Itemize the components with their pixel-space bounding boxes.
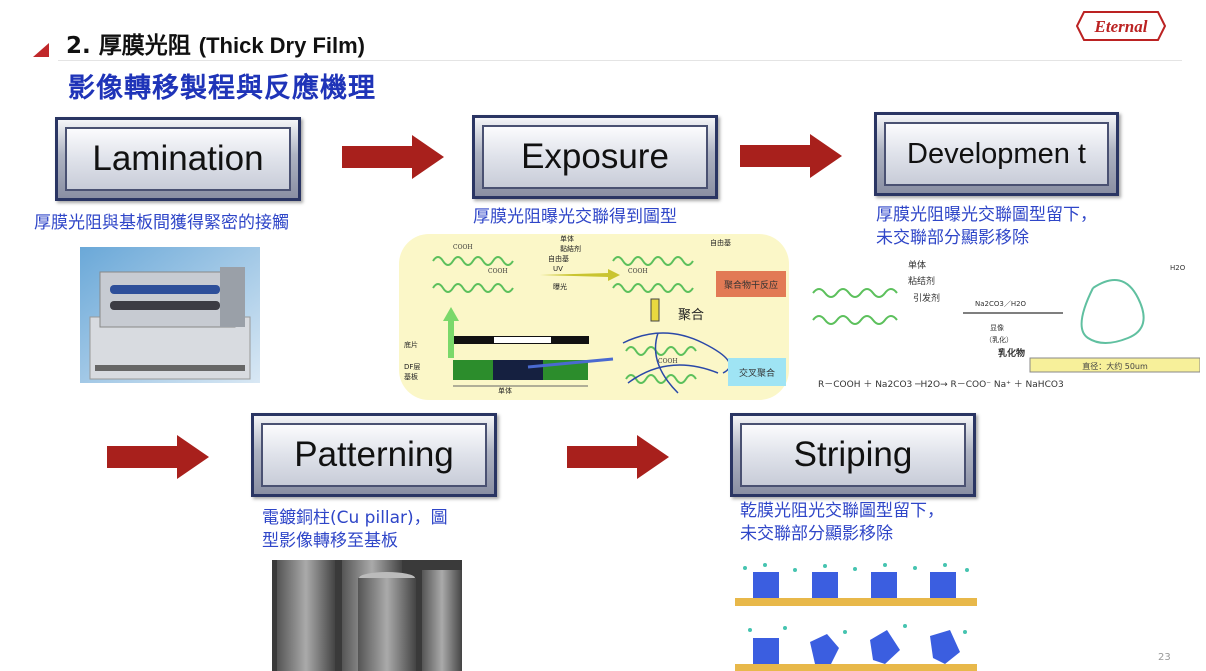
caption-line: 未交聯部分顯影移除 <box>876 228 1029 248</box>
step-patterning: Patterning <box>251 413 497 497</box>
label: 交叉聚合 <box>739 367 775 379</box>
label: 直径：大约 50um <box>1082 361 1148 371</box>
group-label: COOH <box>658 358 678 365</box>
label: 引发剂 <box>913 292 940 304</box>
caption-line: 未交聯部分顯影移除 <box>740 524 893 544</box>
step-lamination: Lamination <box>55 117 301 201</box>
exposure-diagram: COOH COOH COOH COOH 单体 黏結剂 自由基 UV 曝光 自由基… <box>399 234 789 400</box>
striping-image <box>735 563 977 671</box>
label: 黏結剂 <box>560 244 581 253</box>
lamination-caption: 厚膜光阻與基板間獲得緊密的接觸 <box>34 213 289 233</box>
label: 曝光 <box>553 282 567 291</box>
arrow-right-icon <box>740 134 842 178</box>
caption-line: 電鍍銅柱(Cu pillar)，圖 <box>262 508 448 528</box>
step-label: Patterning <box>261 423 487 487</box>
step-exposure: Exposure <box>472 115 718 199</box>
arrow-right-icon <box>342 135 444 179</box>
cu-pillar-image <box>272 560 462 671</box>
label: DF层 <box>404 363 420 371</box>
step-striping: Striping <box>730 413 976 497</box>
group-label: COOH <box>488 268 508 275</box>
step-label: Exposure <box>482 125 708 189</box>
label: （乳化） <box>985 335 1013 344</box>
svg-text:Eternal: Eternal <box>1094 17 1148 36</box>
label: 基板 <box>404 372 418 381</box>
label: UV <box>553 265 563 273</box>
development-caption: 厚膜光阻曝光交聯圖型留下， 未交聯部分顯影移除 <box>876 204 1097 250</box>
step-label: Developmen t <box>884 122 1109 186</box>
striping-caption: 乾膜光阻光交聯圖型留下， 未交聯部分顯影移除 <box>740 500 944 546</box>
title-marker-icon <box>33 43 49 57</box>
arrow-right-icon <box>107 435 209 479</box>
title-zh: 2. 厚膜光阻 <box>66 33 199 59</box>
label: H2O <box>1170 264 1186 272</box>
reaction-equation: R－COOH ＋ Na2CO3 ─H2O→ R－COO⁻ Na⁺ ＋ NaHCO… <box>818 379 1064 390</box>
title-en: (Thick Dry Film) <box>198 33 366 58</box>
label: 单体 <box>908 259 926 271</box>
caption-line: 乾膜光阻光交聯圖型留下， <box>740 501 944 521</box>
label: 自由基 <box>710 238 731 247</box>
label: 自由基 <box>548 254 569 263</box>
label: 聚合 <box>678 308 704 323</box>
label: Na2CO3／H2O <box>975 300 1027 308</box>
development-diagram: 单体 粘结剂 引发剂 Na2CO3／H2O 显像 （乳化） 乳化物 H2O 直径… <box>812 259 1200 390</box>
label: 聚合物干反应 <box>724 279 778 291</box>
eternal-logo: Eternal <box>1076 11 1166 41</box>
title-divider <box>58 60 1182 61</box>
caption-line: 型影像轉移至基板 <box>262 531 398 551</box>
step-label: Lamination <box>65 127 291 191</box>
page-title: 2. 厚膜光阻 (Thick Dry Film) <box>66 26 365 60</box>
label: 底片 <box>404 340 418 349</box>
label: 乳化物 <box>998 347 1025 359</box>
label: 单体 <box>498 386 512 395</box>
step-label: Striping <box>740 423 966 487</box>
label: 粘结剂 <box>908 275 935 287</box>
label: 单体 <box>560 234 574 243</box>
lamination-machine-image <box>80 247 260 383</box>
patterning-caption: 電鍍銅柱(Cu pillar)，圖型影像轉移至基板 <box>262 507 448 553</box>
page-subtitle: 影像轉移製程與反應機理 <box>68 73 376 104</box>
group-label: COOH <box>628 268 648 275</box>
label: 显像 <box>990 323 1004 332</box>
exposure-caption: 厚膜光阻曝光交聯得到圖型 <box>473 207 677 227</box>
step-development: Developmen t <box>874 112 1119 196</box>
page-number: 23 <box>1158 652 1171 663</box>
caption-line: 厚膜光阻曝光交聯圖型留下， <box>876 205 1097 225</box>
arrow-right-icon <box>567 435 669 479</box>
group-label: COOH <box>453 244 473 251</box>
